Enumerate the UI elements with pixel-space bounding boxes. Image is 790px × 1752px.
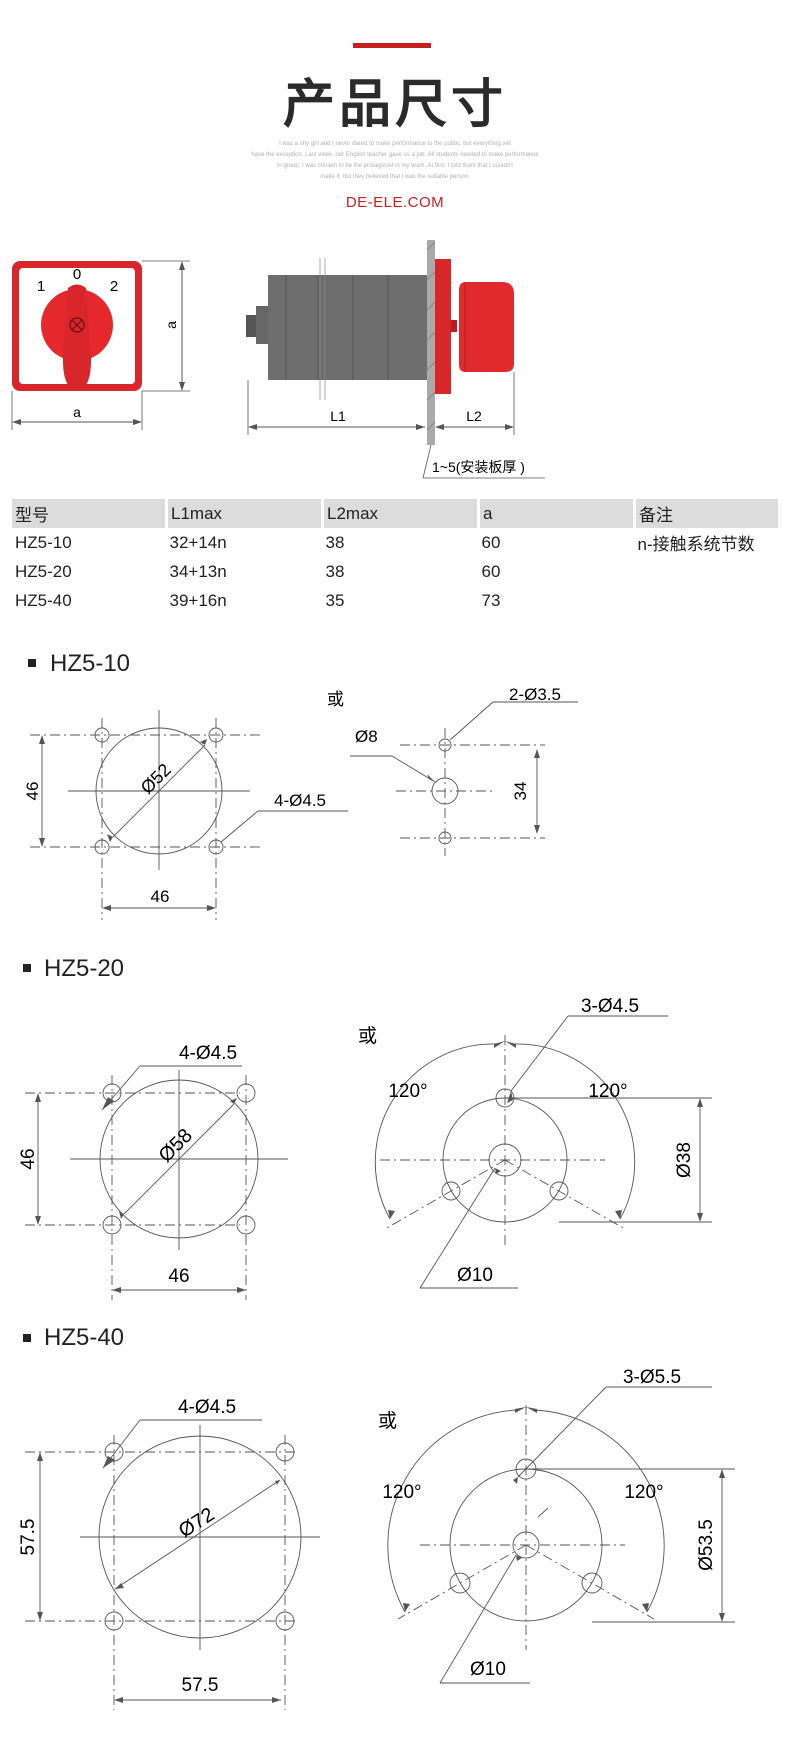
hz5-10-width: 46 bbox=[151, 887, 170, 906]
hz5-10-alt-holes: 2-Ø3.5 bbox=[509, 685, 561, 704]
page-title: 产品尺寸 bbox=[282, 75, 507, 135]
cell: 38 bbox=[325, 561, 345, 581]
hz5-20-or: 或 bbox=[358, 1025, 377, 1047]
hz5-20-holes: 4-Ø4.5 bbox=[179, 1043, 237, 1064]
hz5-40-angle-left: 120° bbox=[382, 1482, 421, 1503]
tagline-line: have the exception. Last week, our Engli… bbox=[251, 152, 539, 158]
tagline-line: in group. I was chosen to be the protago… bbox=[277, 163, 513, 169]
section-title-hz5-10: HZ5-10 bbox=[50, 650, 131, 677]
brand-link: DE-ELE.COM bbox=[345, 194, 445, 211]
hz5-20-height: 46 bbox=[18, 1148, 39, 1169]
tagline-line: make it, but they believed that I was th… bbox=[320, 174, 470, 180]
hz5-40-height: 57.5 bbox=[18, 1519, 39, 1556]
cell: 39+16n bbox=[169, 590, 227, 610]
front-view: 1 0 2 a a bbox=[11, 260, 190, 430]
product-drawing: 1 0 2 a a bbox=[11, 240, 545, 479]
hz5-20-alt-holes: 3-Ø4.5 bbox=[581, 996, 639, 1017]
hz5-10-or: 或 bbox=[327, 690, 344, 709]
table-row: HZ5-20 34+13n 38 60 bbox=[12, 557, 778, 586]
cell bbox=[635, 557, 779, 586]
cell: 34+13n bbox=[169, 561, 227, 581]
hz5-10-alt-spacing: 34 bbox=[511, 782, 530, 801]
cell: 60 bbox=[481, 532, 501, 552]
cell: HZ5-20 bbox=[15, 561, 72, 581]
dim-l1: L1 bbox=[330, 408, 346, 424]
hz5-20-circle-dia: Ø58 bbox=[155, 1125, 197, 1167]
cell: HZ5-40 bbox=[15, 590, 72, 610]
table-row: HZ5-10 32+14n 38 60 n-接触系统节数 bbox=[12, 528, 778, 557]
dial-label-0: 0 bbox=[73, 266, 81, 283]
header-accent-bar bbox=[353, 43, 431, 48]
col-header-model: 型号 bbox=[12, 499, 167, 528]
section-title-hz5-40: HZ5-40 bbox=[44, 1324, 125, 1351]
hz5-40-mounting-drawing: Ø72 4-Ø4.5 57.5 57.5 或 3-Ø5.5 120° 120° … bbox=[18, 1367, 735, 1710]
table-header-row: 型号 L1max L2max a 备注 bbox=[12, 499, 778, 528]
section-bullet bbox=[23, 1334, 31, 1342]
hz5-40-alt-pcd: Ø53.5 bbox=[696, 1519, 717, 1571]
section-bullet bbox=[28, 659, 36, 667]
col-header-note: 备注 bbox=[633, 499, 778, 528]
hz5-40-alt-center: Ø10 bbox=[470, 1659, 506, 1680]
hz5-20-alt-pcd: Ø38 bbox=[674, 1142, 695, 1178]
hz5-10-mounting-drawing: Ø52 4-Ø4.5 46 46 或 2-Ø3.5 Ø8 34 bbox=[23, 685, 578, 920]
hz5-40-alt-holes: 3-Ø5.5 bbox=[623, 1367, 681, 1388]
dim-l2: L2 bbox=[466, 408, 482, 424]
hz5-20-width: 46 bbox=[168, 1266, 189, 1287]
tagline-line: I was a shy girl and I never dared to ma… bbox=[279, 141, 511, 147]
cell bbox=[635, 586, 779, 615]
cell: 73 bbox=[481, 590, 501, 610]
table-row: HZ5-40 39+16n 35 73 bbox=[12, 586, 778, 615]
cell: 35 bbox=[325, 590, 345, 610]
hz5-10-holes: 4-Ø4.5 bbox=[274, 791, 326, 810]
col-header-a: a bbox=[477, 499, 635, 528]
section-bullet bbox=[23, 964, 31, 972]
hz5-10-alt-center: Ø8 bbox=[355, 727, 378, 746]
cell: n-接触系统节数 bbox=[637, 535, 755, 554]
dial-label-1: 1 bbox=[37, 278, 45, 295]
cell: 32+14n bbox=[169, 532, 227, 552]
hz5-40-width: 57.5 bbox=[182, 1675, 219, 1696]
dim-a-vertical: a bbox=[163, 321, 179, 329]
hz5-40-or: 或 bbox=[378, 1410, 397, 1432]
tagline: I was a shy girl and I never dared to ma… bbox=[200, 139, 590, 183]
dial-label-2: 2 bbox=[110, 278, 118, 295]
hz5-20-mounting-drawing: Ø58 4-Ø4.5 46 46 或 3-Ø4.5 120° 120° Ø38 … bbox=[18, 996, 712, 1300]
cell: 60 bbox=[481, 561, 501, 581]
hz5-20-alt-center: Ø10 bbox=[457, 1265, 493, 1286]
hz5-20-angle-left: 120° bbox=[388, 1081, 427, 1102]
hz5-40-holes: 4-Ø4.5 bbox=[178, 1397, 236, 1418]
cell: 38 bbox=[325, 532, 345, 552]
hz5-10-height: 46 bbox=[23, 782, 42, 801]
hz5-20-angle-right: 120° bbox=[588, 1081, 627, 1102]
dim-a-horizontal: a bbox=[73, 404, 81, 420]
col-header-l1max: L1max bbox=[165, 499, 323, 528]
spec-table: 型号 L1max L2max a 备注 HZ5-10 32+14n 38 60 … bbox=[12, 499, 778, 615]
hz5-10-circle-dia: Ø52 bbox=[137, 760, 175, 798]
col-header-l2max: L2max bbox=[321, 499, 479, 528]
plate-thickness-note: 1~5(安装板厚 ) bbox=[432, 459, 525, 475]
side-view: L1 L2 1~5(安装板厚 ) bbox=[246, 240, 545, 479]
cell: HZ5-10 bbox=[15, 532, 72, 552]
section-title-hz5-20: HZ5-20 bbox=[44, 955, 125, 982]
hz5-40-angle-right: 120° bbox=[624, 1482, 663, 1503]
